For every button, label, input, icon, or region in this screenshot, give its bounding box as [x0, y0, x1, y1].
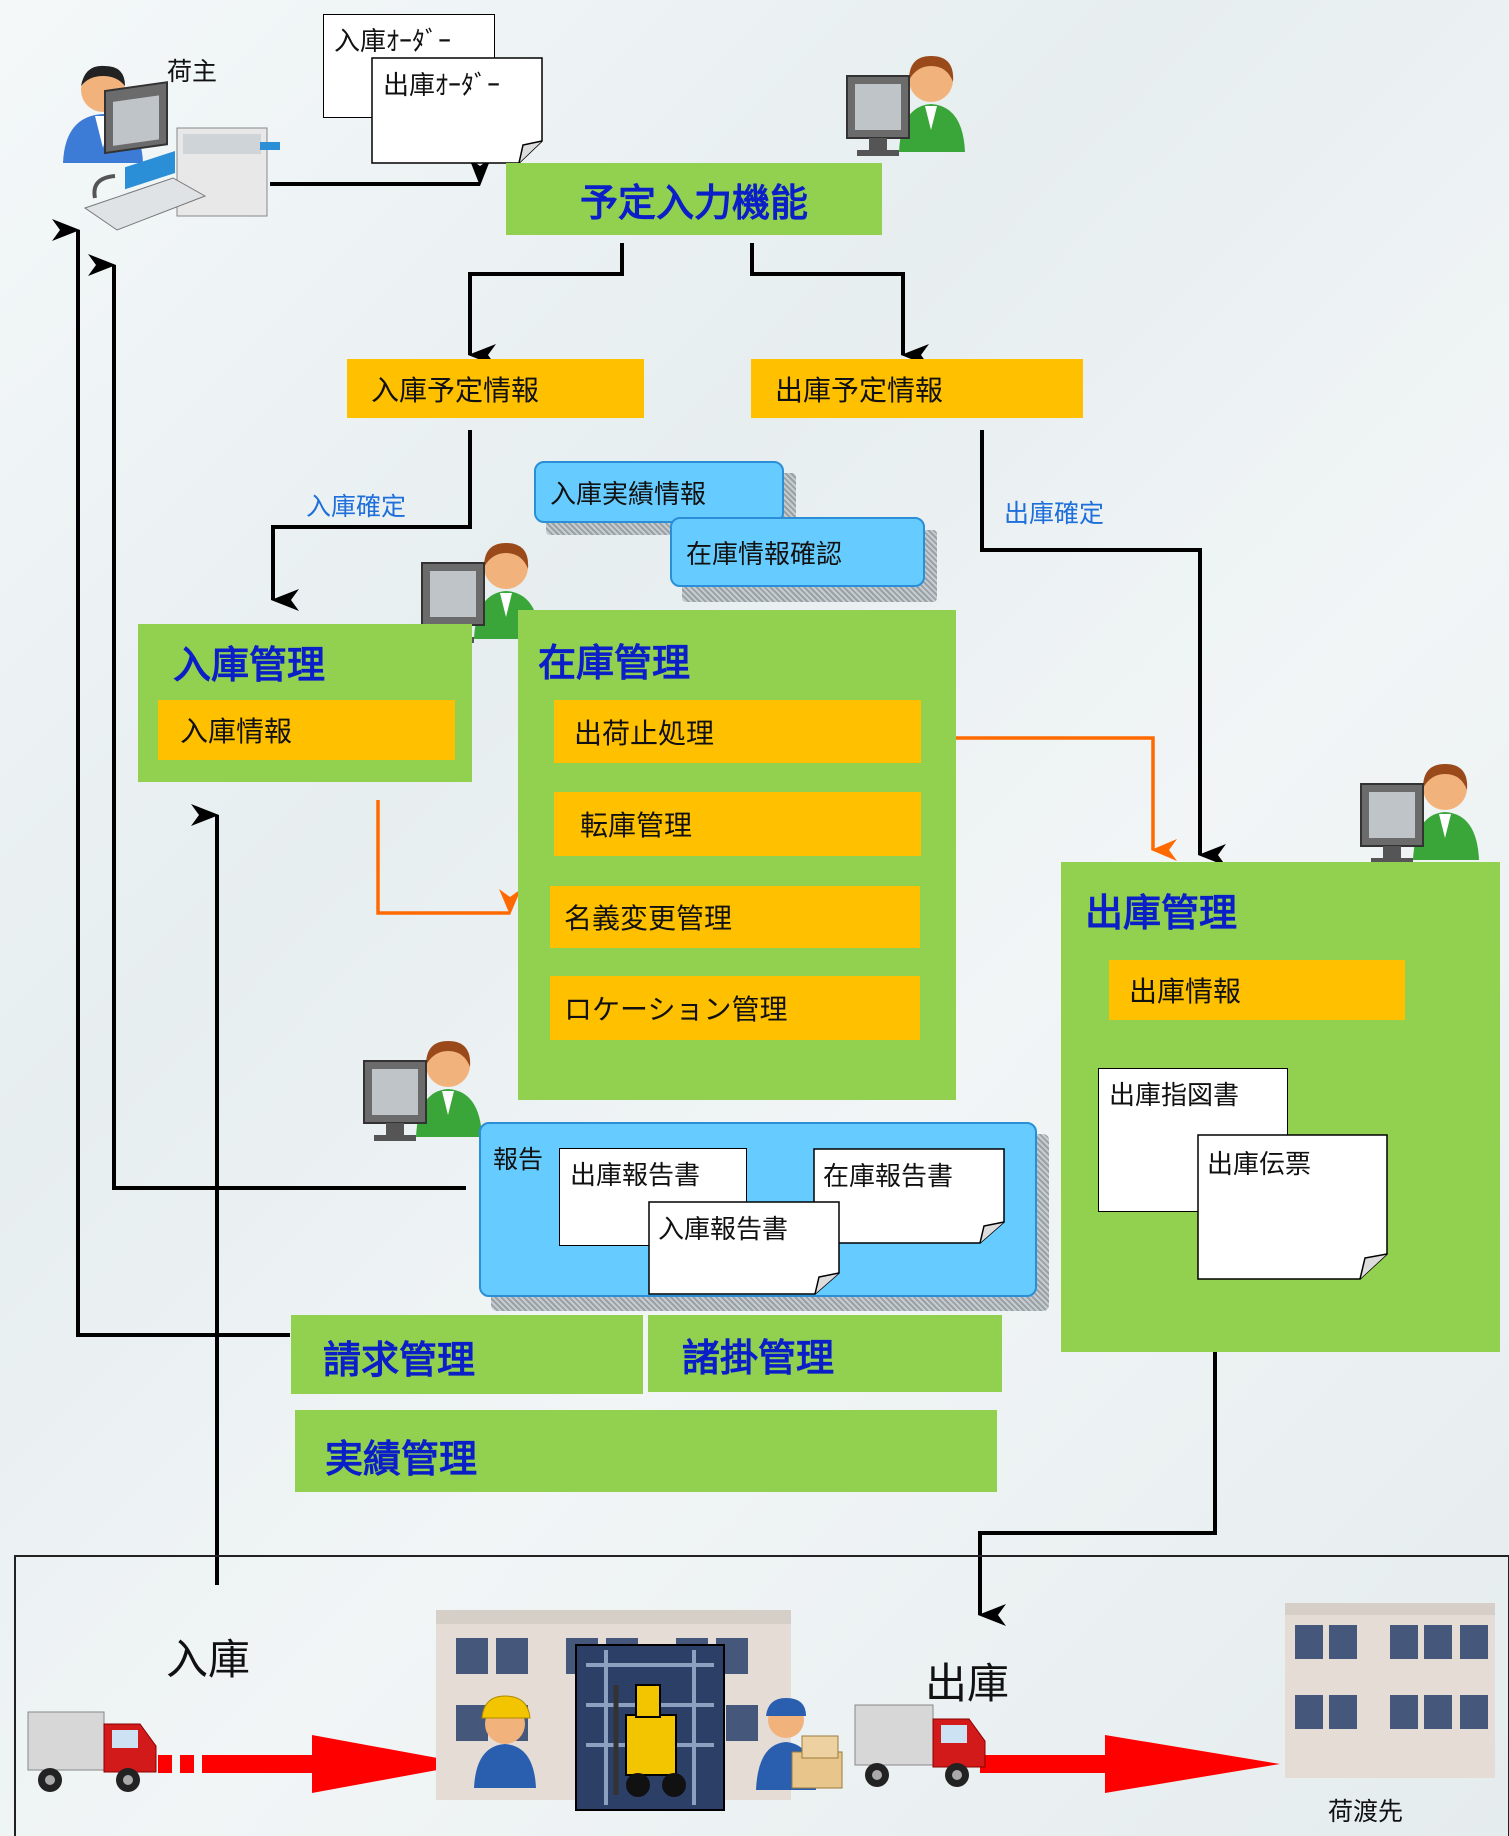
schedule-input-label: 予定入力機能	[579, 180, 808, 225]
inbound-mgmt-panel: 入庫管理 入庫情報	[138, 624, 472, 782]
inbound-report-doc: 入庫報告書	[648, 1201, 840, 1295]
outbound-slip-label: 出庫伝票	[1207, 1150, 1312, 1180]
billing-mgmt-box: 請求管理	[291, 1315, 643, 1394]
consignee-label: 荷渡先	[1328, 1797, 1404, 1826]
inbound-truck-icon	[27, 1711, 158, 1797]
stock-check-box: 在庫情報確認	[670, 517, 925, 587]
misc-charges-mgmt-label: 諸掛管理	[682, 1336, 835, 1380]
inventory-item-label: ロケーション管理	[564, 993, 788, 1026]
forklift-icon	[575, 1644, 725, 1811]
outbound-schedule-label: 出庫予定情報	[775, 373, 944, 407]
inventory-mgmt-panel: 在庫管理 出荷止処理 転庫管理 名義変更管理 ロケーション管理	[518, 610, 956, 1100]
inventory-item-label: 出荷止処理	[574, 716, 715, 750]
arrow-input-to-inbound-schedule	[468, 243, 624, 366]
inventory-item-transfer: 転庫管理	[554, 792, 921, 856]
outbound-order-doc: 出庫ｵｰﾀﾞｰ	[371, 57, 543, 164]
outbound-slip-doc: 出庫伝票	[1197, 1134, 1388, 1280]
report-label: 報告	[493, 1145, 544, 1174]
outbound-order-label: 出庫ｵｰﾀﾞｰ	[383, 71, 501, 101]
operator-icon-outbound	[1357, 758, 1487, 868]
results-mgmt-label: 実績管理	[325, 1437, 478, 1481]
inbound-schedule-label: 入庫予定情報	[371, 373, 540, 407]
outbound-confirm-label: 出庫確定	[1004, 499, 1105, 528]
inbound-schedule-box: 入庫予定情報	[347, 359, 644, 418]
warehouse-frame	[14, 1555, 1509, 1836]
inbound-report-label: 入庫報告書	[658, 1215, 789, 1245]
arrow-outbound-confirm	[980, 430, 1226, 866]
outbound-truck-arrow	[980, 1735, 1280, 1793]
inbound-info-label: 入庫情報	[180, 715, 293, 748]
inbound-results-box: 入庫実績情報	[534, 461, 784, 523]
outbound-info-box: 出庫情報	[1109, 960, 1405, 1020]
inventory-mgmt-title: 在庫管理	[538, 641, 691, 685]
report-panel: 報告 出庫報告書 在庫報告書 入庫報告書	[479, 1122, 1037, 1297]
shipper-label: 荷主	[167, 57, 218, 86]
outbound-mgmt-panel: 出庫管理 出庫情報 出庫指図書 出庫伝票	[1061, 862, 1500, 1352]
stock-report-doc: 在庫報告書	[813, 1148, 1005, 1244]
arrow-inbound-confirm	[271, 430, 472, 611]
misc-charges-mgmt-box: 諸掛管理	[648, 1315, 1002, 1392]
consignee-building-icon	[1285, 1595, 1495, 1780]
inbound-truck-arrow	[158, 1735, 470, 1793]
warehouse-outbound-label: 出庫	[925, 1659, 1010, 1708]
outbound-schedule-box: 出庫予定情報	[751, 359, 1083, 418]
warehouse-inbound-label: 入庫	[166, 1635, 251, 1684]
arrow-outbound-to-warehouse	[978, 1350, 1217, 1626]
inbound-mgmt-title: 入庫管理	[173, 643, 326, 687]
inbound-confirm-label: 入庫確定	[306, 492, 407, 521]
billing-mgmt-label: 請求管理	[323, 1338, 476, 1382]
worker-boxes-icon	[748, 1690, 848, 1795]
operator-icon-input	[843, 50, 973, 160]
outbound-info-label: 出庫情報	[1129, 975, 1242, 1008]
stock-check-label: 在庫情報確認	[686, 539, 843, 570]
inventory-item-name-change: 名義変更管理	[550, 886, 920, 948]
operator-icon-report	[360, 1035, 490, 1145]
arrow-input-to-outbound-schedule	[750, 243, 929, 366]
inbound-results-label: 入庫実績情報	[550, 479, 707, 510]
stock-report-label: 在庫報告書	[823, 1162, 954, 1192]
inventory-item-location: ロケーション管理	[550, 976, 920, 1040]
schedule-input-box: 予定入力機能	[506, 163, 882, 235]
inventory-item-label: 転庫管理	[580, 809, 693, 842]
outbound-mgmt-title: 出庫管理	[1085, 891, 1238, 935]
arrow-inbound-to-inventory	[376, 800, 521, 915]
arrow-billing-to-shipper	[52, 219, 290, 1337]
inventory-item-label: 名義変更管理	[564, 902, 733, 935]
arrow-inventory-to-outbound	[946, 736, 1177, 861]
inbound-info-box: 入庫情報	[158, 700, 455, 760]
results-mgmt-box: 実績管理	[295, 1410, 997, 1492]
arrow-report-to-shipper	[88, 254, 466, 1190]
outbound-truck-icon	[854, 1704, 987, 1795]
inventory-item-stop-shipment: 出荷止処理	[554, 700, 921, 763]
worker-helmet-icon	[470, 1690, 540, 1790]
shipper-icon	[55, 58, 285, 233]
